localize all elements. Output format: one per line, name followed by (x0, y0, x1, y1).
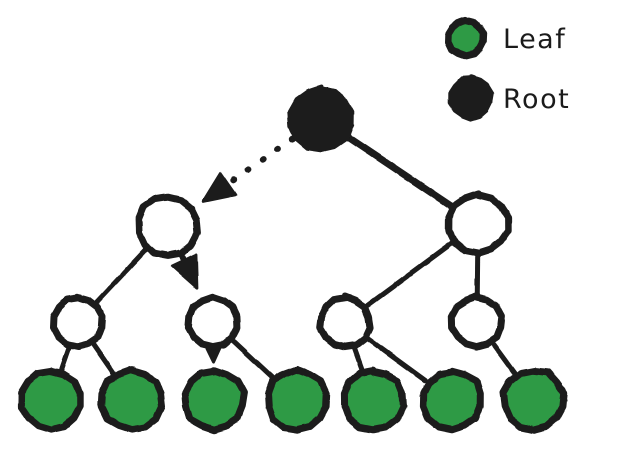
tree-node-internal-n2b[interactable] (445, 190, 512, 257)
tree-node-leaf-l4[interactable] (264, 366, 331, 434)
tree-node-leaf-l7[interactable] (500, 367, 568, 434)
tree-edge-n2a-to-n3a (94, 245, 150, 305)
tree-edge-n3a-to-l2 (89, 340, 116, 376)
tree-node-leaf-l3[interactable] (181, 366, 248, 434)
legend-label-root: Root (503, 84, 570, 115)
legend-markers-layer (444, 16, 495, 122)
edges-layer (59, 131, 518, 384)
legend-marker-root[interactable] (447, 74, 495, 122)
arrowhead-n2a-to-n3b (170, 253, 199, 290)
arrowhead-root-to-n2a (201, 172, 237, 203)
tree-edge-n3c-to-l6 (362, 334, 428, 384)
legend-label-leaf: Leaf (503, 24, 566, 55)
tree-edge-n3a-to-l1 (59, 343, 73, 372)
tree-node-internal-n3c[interactable] (316, 293, 374, 351)
legend-text-layer: Leaf Root (503, 24, 570, 115)
tree-edge-root-to-n2a (213, 135, 297, 196)
tree-edge-n3d-to-l7 (489, 339, 518, 376)
tree-edge-root-to-n2b (341, 131, 455, 210)
tree-node-internal-n2a[interactable] (135, 193, 201, 259)
tree-node-internal-n3d[interactable] (448, 293, 506, 351)
tree-node-internal-n3b[interactable] (184, 293, 241, 351)
tree-node-leaf-l1[interactable] (17, 367, 84, 434)
tree-edge-n3c-to-l5 (350, 343, 365, 372)
tree-node-root-root[interactable] (287, 85, 354, 153)
legend-marker-leaf[interactable] (444, 16, 488, 60)
tree-edge-n3b-to-l4 (228, 336, 276, 381)
tree-node-leaf-l6[interactable] (419, 367, 484, 434)
tree-edge-n2b-to-n3c (365, 239, 457, 308)
tree-node-internal-n3a[interactable] (50, 293, 106, 350)
tree-node-leaf-l2[interactable] (98, 366, 166, 434)
nodes-layer (17, 85, 568, 434)
tree-node-leaf-l5[interactable] (340, 367, 407, 434)
